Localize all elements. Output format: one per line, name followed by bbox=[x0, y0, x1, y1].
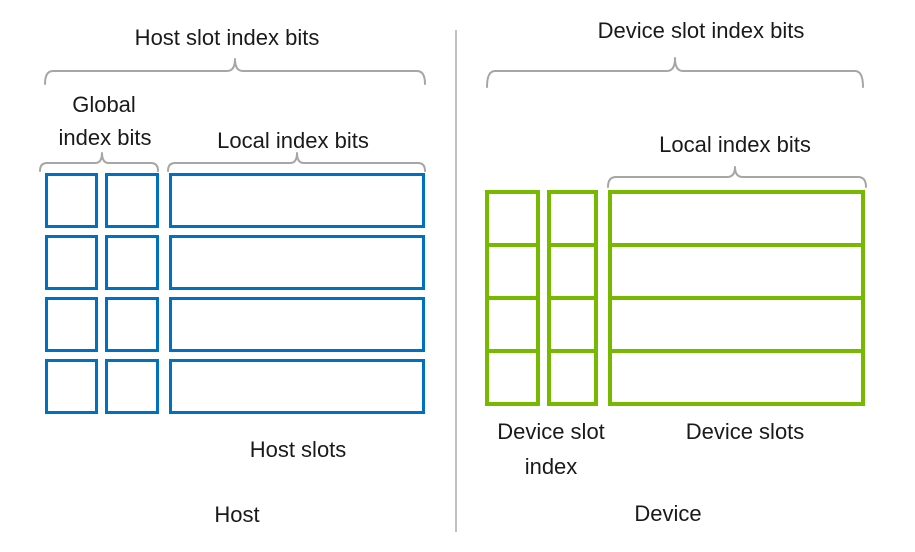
device-slot-index-bits-title: Device slot index bits bbox=[597, 18, 805, 43]
device-slots-label: Device slots bbox=[685, 419, 805, 444]
host-global-index-cell bbox=[105, 359, 159, 414]
host-global-index-cell bbox=[105, 297, 159, 352]
global-index-bits-brace bbox=[39, 152, 159, 172]
host-local-index-cell bbox=[169, 297, 425, 352]
host-local-index-bits-brace bbox=[167, 152, 426, 172]
device-slot-index-cell bbox=[547, 190, 598, 247]
device-slot-index-cell bbox=[547, 296, 598, 353]
host-global-index-cell bbox=[105, 235, 159, 290]
global-index-bits-label-line1: Global bbox=[72, 92, 136, 117]
host-local-index-cell bbox=[169, 173, 425, 228]
device-local-index-bits-label: Local index bits bbox=[659, 132, 811, 157]
device-slot-index-cell bbox=[547, 349, 598, 406]
device-slot-index-cell bbox=[485, 296, 540, 353]
device-slot-index-label-line2: index bbox=[524, 454, 578, 479]
device-local-index-cell bbox=[608, 296, 865, 353]
device-caption: Device bbox=[634, 501, 702, 526]
device-slot-index-column bbox=[547, 190, 598, 406]
device-slot-index-label-line1: Device slot bbox=[497, 419, 605, 444]
host-global-index-cell bbox=[45, 297, 98, 352]
device-slot-index-cell bbox=[485, 190, 540, 247]
device-slot-index-cell bbox=[485, 243, 540, 300]
host-slots-label: Host slots bbox=[249, 437, 347, 462]
host-global-index-cell bbox=[45, 235, 98, 290]
device-local-index-cell bbox=[608, 190, 865, 247]
device-local-index-bits-brace bbox=[607, 166, 867, 188]
global-index-bits-label-line2: index bits bbox=[58, 125, 152, 150]
host-global-index-cell bbox=[45, 173, 98, 228]
host-caption: Host bbox=[214, 502, 260, 527]
host-local-index-cell bbox=[169, 235, 425, 290]
device-slot-index-column bbox=[485, 190, 540, 406]
host-global-index-cell bbox=[45, 359, 98, 414]
device-slot-index-bits-brace bbox=[486, 57, 864, 88]
host-local-index-cell bbox=[169, 359, 425, 414]
device-slot-index-cell bbox=[485, 349, 540, 406]
device-slots-column bbox=[608, 190, 865, 406]
host-slot-index-bits-brace bbox=[44, 58, 426, 85]
device-slot-index-cell bbox=[547, 243, 598, 300]
host-slot-index-bits-title: Host slot index bits bbox=[134, 25, 320, 50]
device-local-index-cell bbox=[608, 243, 865, 300]
host-global-index-cell bbox=[105, 173, 159, 228]
host-local-index-bits-label: Local index bits bbox=[217, 128, 369, 153]
device-local-index-cell bbox=[608, 349, 865, 406]
